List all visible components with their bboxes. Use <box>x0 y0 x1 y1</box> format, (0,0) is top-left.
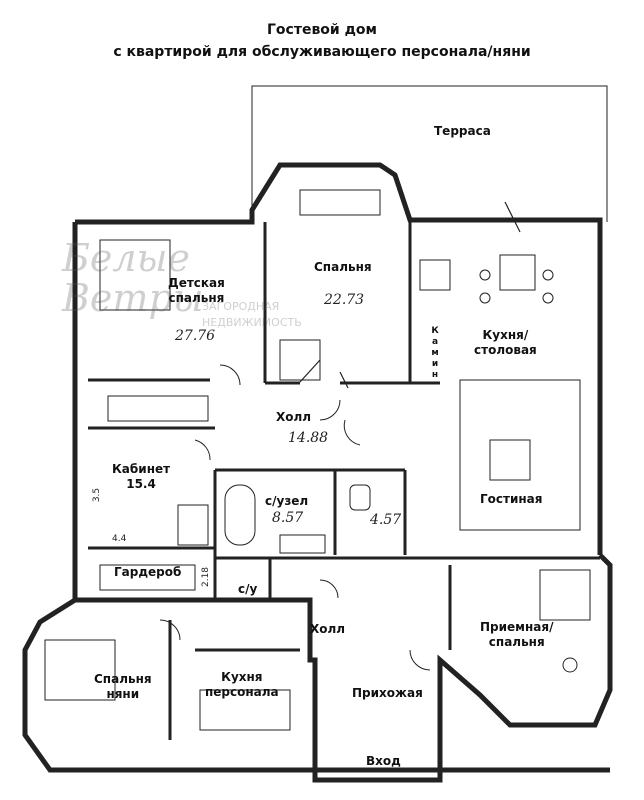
room-label-bedroom: Спальня <box>314 260 372 274</box>
dimension-study-height: 3.5 <box>92 487 103 503</box>
room-label-entry-hall: Прихожая <box>352 686 423 700</box>
area-small-bath: 4.57 <box>370 512 402 528</box>
plan-title: Гостевой дом <box>267 22 377 38</box>
dimension-study-width: 4.4 <box>112 534 127 544</box>
terrace-outline <box>251 85 608 222</box>
area-hall: 14.88 <box>288 430 329 446</box>
room-label-wc: с/у <box>238 582 258 596</box>
watermark-logo: Белые Ветры ЗАГОРОДНАЯ НЕДВИЖИМОСТЬ <box>62 236 302 329</box>
room-label-hall-upper: Холл <box>276 410 312 424</box>
room-label-kids-bedroom: Детская спальня <box>168 276 225 305</box>
dimension-wardrobe-height: 2.18 <box>201 566 212 588</box>
room-label-kitchen-dining: Кухня/ столовая <box>474 328 537 357</box>
room-label-study: Кабинет 15.4 <box>112 462 171 491</box>
room-label-wardrobe: Гардероб <box>114 565 182 579</box>
area-bedroom: 22.73 <box>324 292 365 308</box>
room-label-staff-kitchen: Кухня персонала <box>205 670 279 699</box>
room-label-hall-lower: Холл <box>310 622 346 636</box>
room-label-reception-bedroom: Приемная/ спальня <box>480 620 554 649</box>
outer-walls <box>22 162 613 783</box>
room-label-living: Гостиная <box>480 492 543 506</box>
plan-subtitle: с квартирой для обслуживающего персонала… <box>113 44 531 60</box>
doors <box>159 364 431 671</box>
room-label-bathroom: с/узел <box>265 494 309 508</box>
room-label-entrance: Вход <box>366 754 401 768</box>
room-label-nanny-bedroom: Спальня няни <box>94 672 152 701</box>
area-bathroom: 8.57 <box>272 510 304 526</box>
interior-walls <box>88 220 600 740</box>
room-label-terrace: Терраса <box>434 124 491 138</box>
area-kids-bedroom: 27.76 <box>175 328 216 344</box>
room-label-fireplace: К а м и н <box>431 326 439 380</box>
